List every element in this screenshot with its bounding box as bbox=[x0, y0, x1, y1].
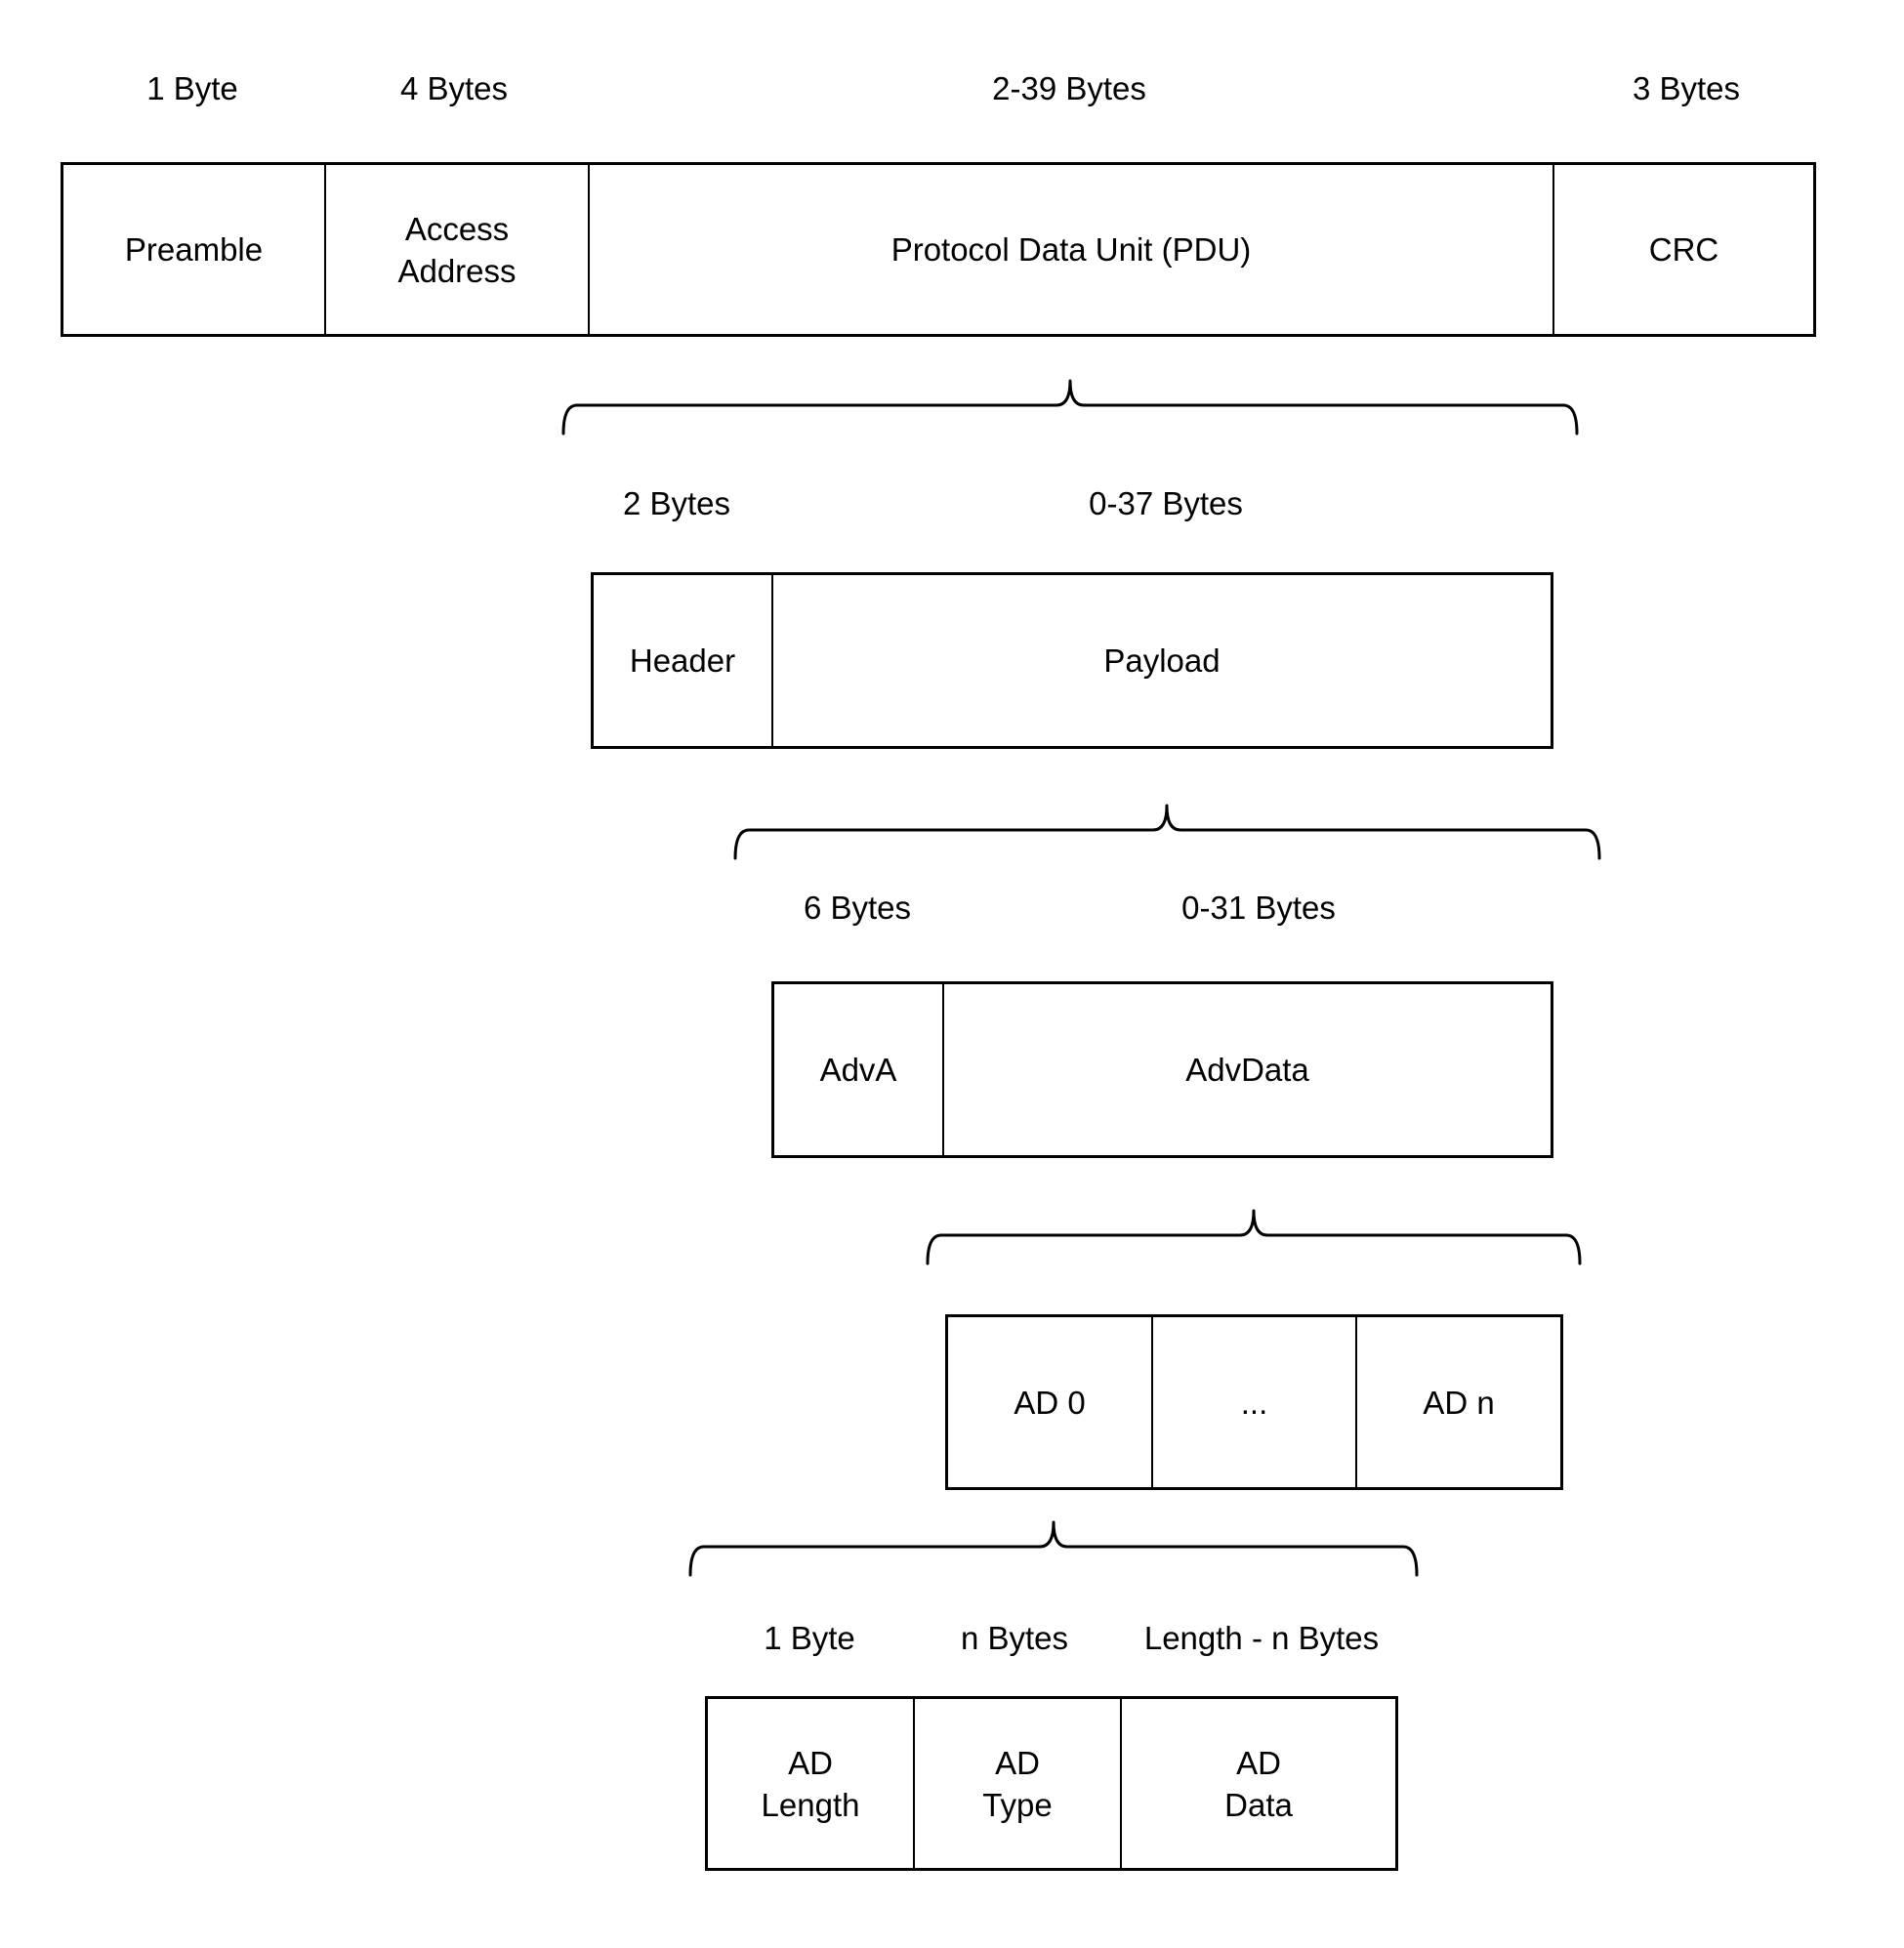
cell-adn: AD n bbox=[1355, 1317, 1560, 1487]
size-label-crc: 3 Bytes bbox=[1632, 70, 1741, 106]
cell-crc: CRC bbox=[1552, 165, 1813, 334]
brace-advdata bbox=[926, 1209, 1582, 1265]
cell-ad-length-label: AD Length bbox=[761, 1744, 860, 1823]
cell-advdata-label: AdvData bbox=[1185, 1052, 1309, 1088]
payload-row: AdvA AdvData bbox=[771, 981, 1553, 1158]
cell-ad0-label: AD 0 bbox=[1014, 1384, 1086, 1421]
size-label-payload: 0-37 Bytes bbox=[1089, 485, 1243, 521]
cell-payload-label: Payload bbox=[1103, 642, 1221, 679]
size-label-preamble: 1 Byte bbox=[146, 70, 238, 106]
size-label-pdu: 2-39 Bytes bbox=[992, 70, 1146, 106]
ad-structure-row: AD Length AD Type AD Data bbox=[705, 1696, 1398, 1871]
cell-ad-ellipsis: ... bbox=[1151, 1317, 1355, 1487]
cell-ad-type: AD Type bbox=[913, 1699, 1120, 1868]
size-label-adva: 6 Bytes bbox=[803, 890, 912, 926]
cell-ad0: AD 0 bbox=[948, 1317, 1151, 1487]
cell-payload: Payload bbox=[771, 575, 1551, 746]
cell-ad-data-label: AD Data bbox=[1224, 1744, 1293, 1823]
cell-access-address: Access Address bbox=[324, 165, 588, 334]
cell-preamble: Preamble bbox=[63, 165, 324, 334]
cell-crc-label: CRC bbox=[1648, 231, 1719, 268]
pdu-row: Header Payload bbox=[591, 572, 1553, 749]
packet-row: Preamble Access Address Protocol Data Un… bbox=[61, 162, 1816, 337]
brace-pdu bbox=[561, 379, 1579, 435]
brace-ad0 bbox=[688, 1520, 1419, 1577]
cell-header-label: Header bbox=[629, 642, 736, 679]
cell-header: Header bbox=[594, 575, 771, 746]
cell-adn-label: AD n bbox=[1423, 1384, 1495, 1421]
advdata-row: AD 0 ... AD n bbox=[945, 1314, 1563, 1490]
cell-access-address-label: Access Address bbox=[397, 210, 517, 289]
size-label-header: 2 Bytes bbox=[622, 485, 731, 521]
cell-adva: AdvA bbox=[774, 984, 942, 1155]
cell-ad-ellipsis-label: ... bbox=[1240, 1384, 1268, 1421]
cell-ad-length: AD Length bbox=[708, 1699, 913, 1868]
size-label-ad-length: 1 Byte bbox=[764, 1620, 855, 1656]
size-label-advdata: 0-31 Bytes bbox=[1181, 890, 1336, 926]
size-label-access-address: 4 Bytes bbox=[399, 70, 509, 106]
cell-pdu: Protocol Data Unit (PDU) bbox=[588, 165, 1552, 334]
cell-pdu-label: Protocol Data Unit (PDU) bbox=[890, 231, 1252, 268]
size-label-ad-data: Length - n Bytes bbox=[1143, 1620, 1380, 1656]
cell-ad-data: AD Data bbox=[1120, 1699, 1395, 1868]
size-label-ad-type: n Bytes bbox=[960, 1620, 1069, 1656]
cell-adva-label: AdvA bbox=[819, 1052, 897, 1088]
brace-payload bbox=[733, 804, 1601, 860]
cell-preamble-label: Preamble bbox=[124, 231, 264, 268]
cell-advdata: AdvData bbox=[942, 984, 1551, 1155]
cell-ad-type-label: AD Type bbox=[982, 1744, 1053, 1823]
